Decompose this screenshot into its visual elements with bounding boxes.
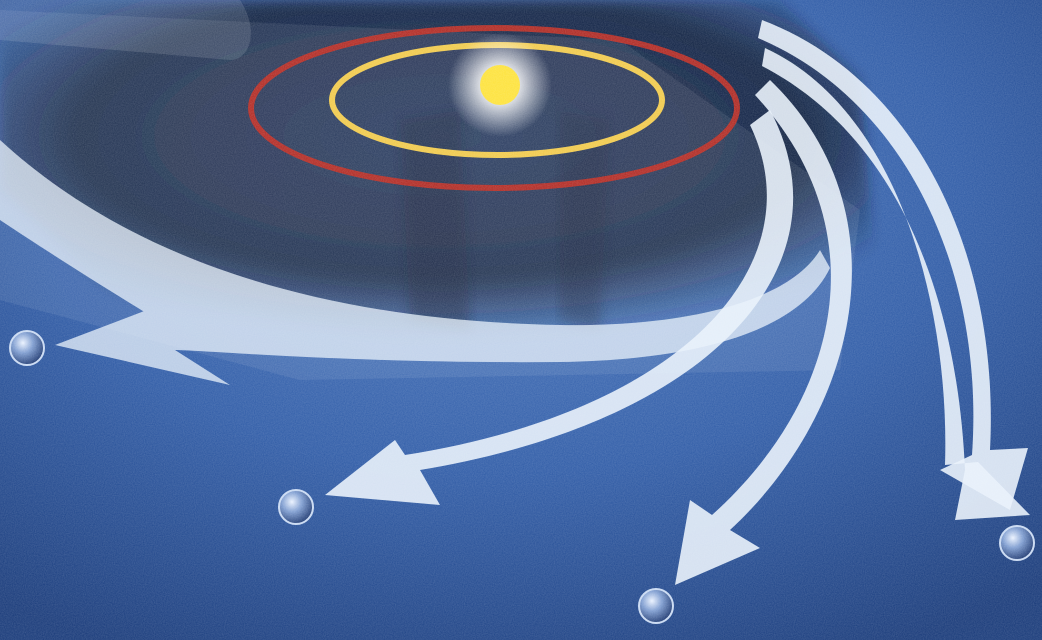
illustration: [0, 0, 1042, 640]
illustration-canvas: [0, 0, 1042, 640]
texture-overlay: [0, 0, 1042, 640]
